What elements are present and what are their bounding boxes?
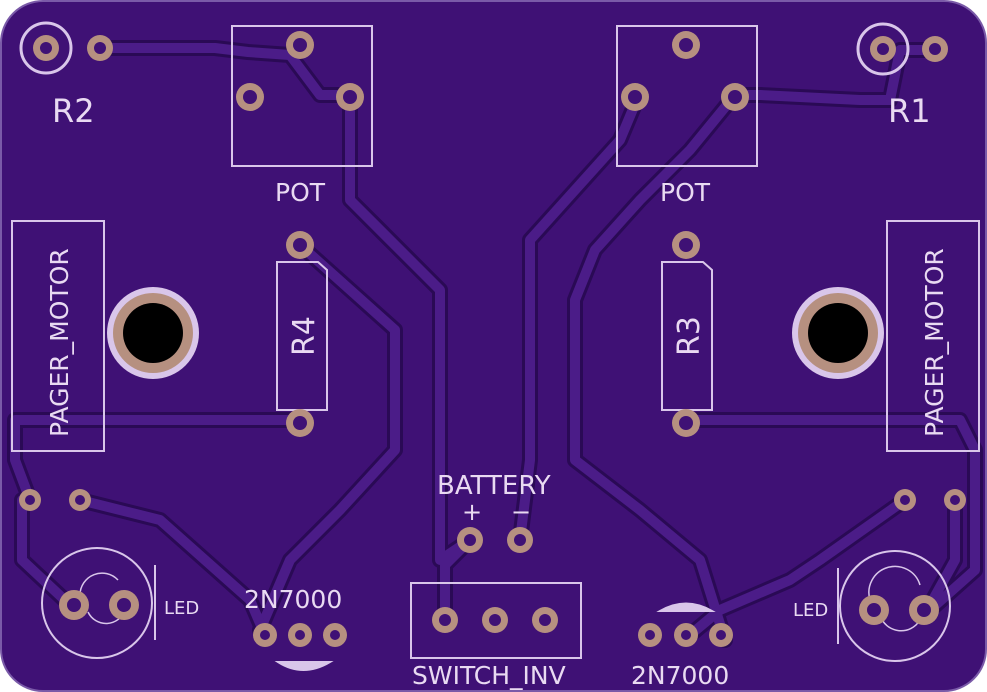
label-pot-right: POT [660, 178, 711, 207]
pot-right-outline [616, 25, 758, 167]
label-battery-minus: − [511, 498, 531, 526]
label-pot-left: POT [275, 178, 326, 207]
label-battery-plus: + [462, 498, 482, 526]
label-led-left: LED [164, 598, 199, 619]
silkscreen [11, 25, 980, 671]
motor-holes [107, 287, 884, 379]
label-battery: BATTERY [437, 471, 551, 501]
label-led-right: LED [793, 600, 828, 621]
pads [19, 21, 966, 647]
transistor-right-flat [656, 602, 716, 612]
label-r2: R2 [52, 92, 95, 130]
silkscreen-labels: R2 R1 POT POT R4 R3 PAGER_MOTOR PAGER_MO… [45, 92, 949, 690]
r4-outline [276, 261, 328, 411]
led-right-outline [839, 550, 951, 662]
label-pager-motor-right: PAGER_MOTOR [920, 248, 949, 437]
label-r1: R1 [888, 92, 931, 130]
led-left-outline [41, 547, 153, 659]
pager-motor-left-outline [11, 220, 105, 452]
label-transistor-left: 2N7000 [244, 585, 342, 614]
pager-motor-right-outline [886, 220, 980, 452]
r3-outline [661, 261, 713, 411]
label-r4: R4 [287, 316, 322, 356]
label-transistor-right: 2N7000 [631, 661, 729, 690]
transistor-left-flat [274, 661, 334, 671]
label-pager-motor-left: PAGER_MOTOR [45, 248, 74, 437]
switch-outline [410, 582, 582, 659]
label-r3: R3 [672, 316, 707, 356]
pot-left-outline [231, 25, 373, 167]
label-switch: SWITCH_INV [412, 661, 566, 690]
